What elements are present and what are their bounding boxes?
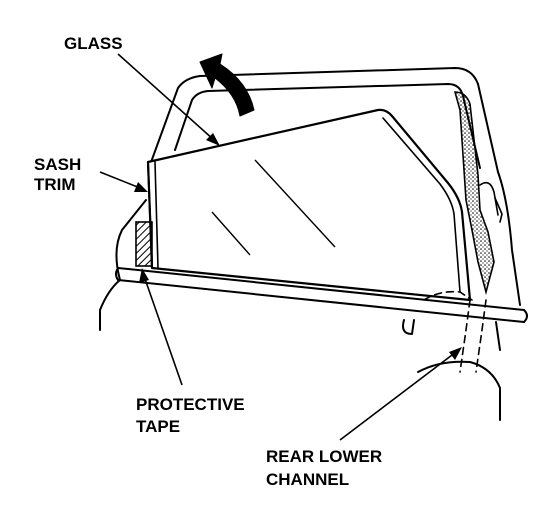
label-sash-trim-line1: SASH xyxy=(34,155,81,174)
label-glass: GLASS xyxy=(64,34,123,53)
label-rear-lower-channel-line1: REAR LOWER xyxy=(266,447,382,466)
belt-molding xyxy=(115,267,528,323)
curved-arrow-icon xyxy=(199,53,255,117)
rear-lower-channel xyxy=(423,290,487,373)
label-protective-tape-line1: PROTECTIVE xyxy=(136,395,245,414)
glass-reflection xyxy=(211,211,251,256)
label-rear-lower-channel-line2: CHANNEL xyxy=(266,470,349,489)
leader-lines xyxy=(99,53,462,441)
label-sash-trim-line2: TRIM xyxy=(34,175,76,194)
protective-tape xyxy=(135,221,153,267)
glass-pane xyxy=(146,108,472,302)
rear-weatherstrip xyxy=(453,91,503,296)
glass-reflection xyxy=(254,159,336,248)
door-lower-body xyxy=(99,309,501,421)
door-frame xyxy=(99,67,521,311)
label-protective-tape-line2: TAPE xyxy=(136,417,180,436)
